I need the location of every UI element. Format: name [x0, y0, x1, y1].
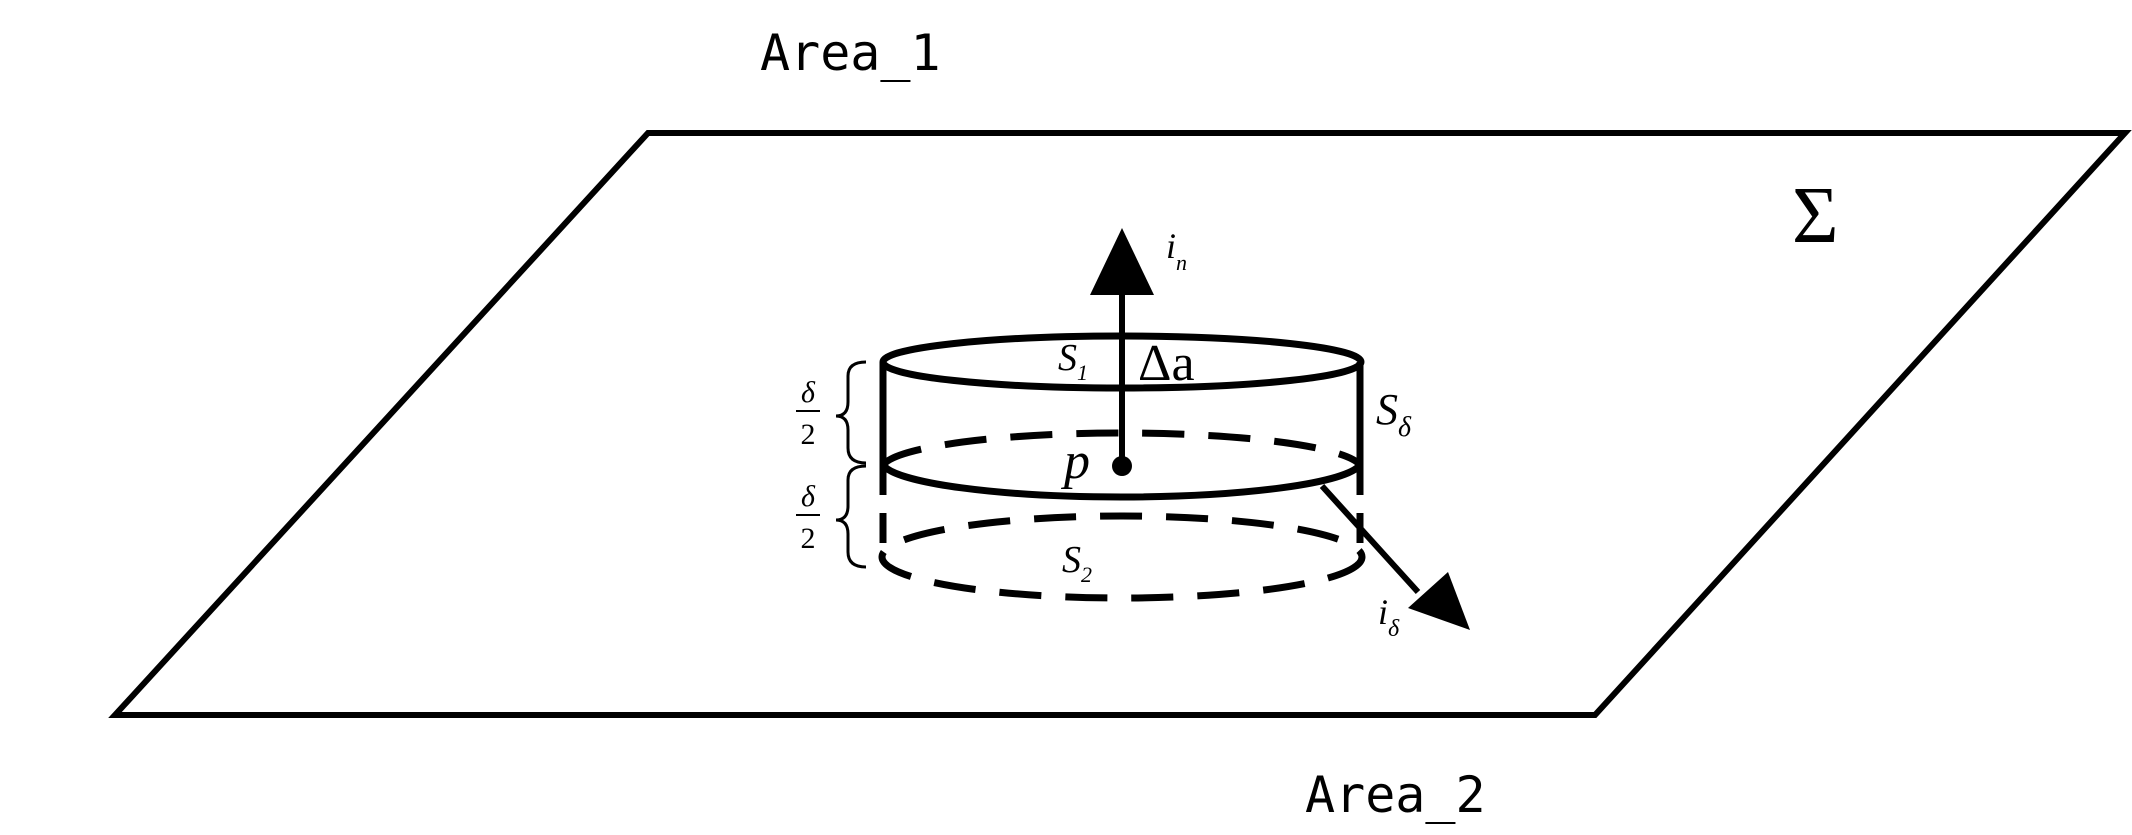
upper-fraction-numerator: δ — [801, 376, 816, 409]
normal-vector-label: in — [1166, 226, 1187, 275]
lower-brace — [835, 464, 867, 569]
lower-fraction-denominator: 2 — [801, 522, 816, 555]
tangent-vector-arrowhead — [1408, 572, 1470, 630]
top-face-label: S1 — [1058, 337, 1088, 385]
bottom-face-ellipse — [878, 512, 1366, 602]
side-face-label: Sδ — [1376, 385, 1412, 443]
area-1-label: Area_1 — [760, 24, 941, 82]
middle-ellipse-front — [880, 462, 1363, 501]
surface-sigma-label: Σ — [1792, 172, 1839, 260]
surface-plane — [108, 130, 2132, 718]
area-2-label: Area_2 — [1305, 766, 1486, 824]
upper-brace — [835, 360, 867, 465]
upper-fraction-denominator: 2 — [801, 418, 816, 451]
normal-vector-arrowhead — [1090, 228, 1154, 295]
tangent-vector-shaft — [1319, 483, 1421, 595]
bottom-face-label: S2 — [1062, 539, 1092, 587]
point-p-dot — [1112, 456, 1132, 476]
point-p-label: p — [1060, 433, 1090, 490]
middle-ellipse-back — [880, 429, 1363, 468]
area-element-label: Δa — [1138, 335, 1195, 392]
tangent-vector-label: iδ — [1378, 592, 1400, 642]
lower-fraction-numerator: δ — [801, 480, 816, 513]
